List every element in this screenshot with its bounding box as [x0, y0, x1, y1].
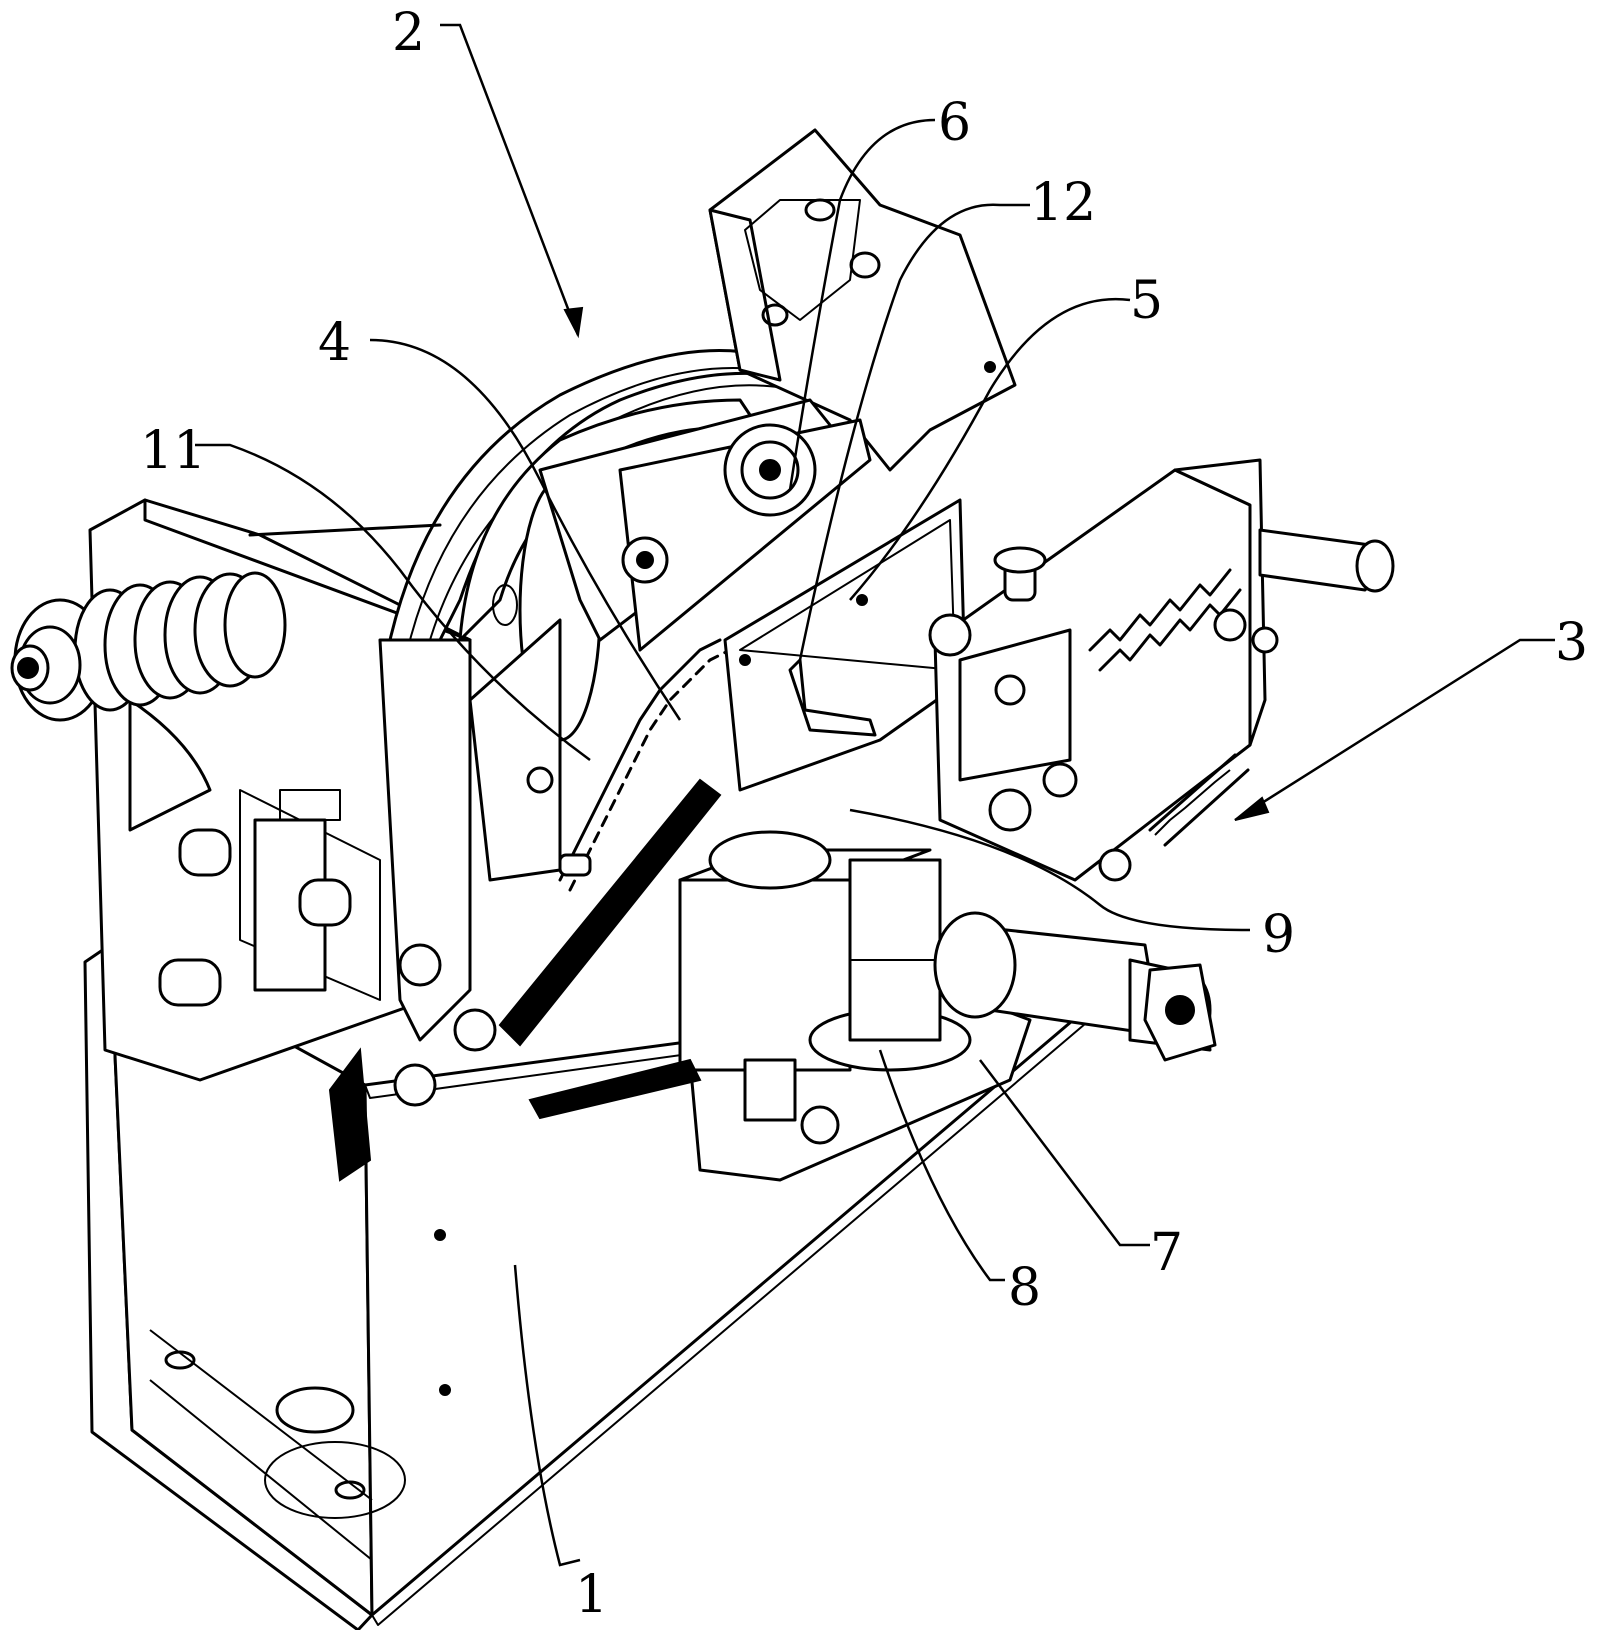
label-2: 2 [392, 3, 425, 63]
right-mechanism [930, 460, 1393, 880]
wire [250, 525, 440, 535]
label-9: 9 [1262, 905, 1295, 965]
label-3: 3 [1555, 613, 1588, 673]
label-7: 7 [1150, 1223, 1183, 1283]
label-5: 5 [1130, 271, 1163, 331]
left-coil-assembly [12, 500, 470, 1080]
label-12: 12 [1030, 173, 1096, 233]
label-1: 1 [575, 1565, 608, 1625]
label-8: 8 [1008, 1258, 1041, 1318]
label-11: 11 [140, 421, 206, 481]
label-6: 6 [938, 93, 971, 153]
label-4: 4 [318, 313, 351, 373]
